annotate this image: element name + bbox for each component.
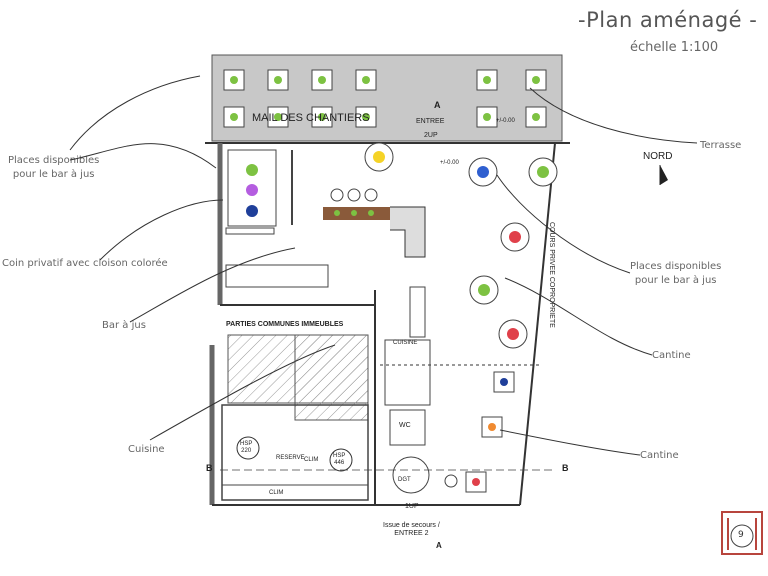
terrace-table	[525, 69, 547, 91]
hsp-220-marker	[236, 436, 260, 460]
hsp-line: HSP	[333, 453, 346, 459]
annotation-line: pour le bar à jus	[634, 275, 717, 286]
seat-purple	[246, 184, 258, 196]
up1-label: 1UP	[405, 503, 419, 510]
hsp-line: 220	[241, 448, 252, 454]
bench	[225, 264, 329, 288]
bar-l-shape	[390, 206, 426, 258]
annotation-leaders	[69, 75, 698, 456]
annotation-bar-a-jus: Bar à jus	[102, 320, 146, 331]
annotation-line: Places disponibles	[8, 155, 100, 166]
entree-marker: A	[434, 100, 441, 110]
dining-table	[481, 416, 503, 438]
kitchen-reserve	[221, 404, 369, 501]
issue-line: Issue de secours /	[383, 522, 440, 529]
dining-table	[465, 471, 487, 493]
annotation-cantine-2: Cantine	[640, 450, 679, 461]
scale-subtitle: échelle 1:100	[630, 40, 719, 55]
plan-title: -Plan aménagé -	[578, 8, 758, 32]
bottom-marker: A	[436, 541, 442, 550]
nord-label: NORD	[643, 151, 673, 162]
annotation-bar-jus-places-left: Places disponibles pour le bar à jus	[8, 154, 99, 182]
dining-table	[468, 157, 498, 187]
annotation-terrasse: Terrasse	[700, 140, 742, 151]
terrace-table	[223, 69, 245, 91]
terrace-area	[211, 54, 563, 142]
terrace-table	[267, 106, 289, 128]
terrace-table	[476, 106, 498, 128]
hsp-line: HSP	[240, 441, 253, 447]
section-b-left: B	[206, 463, 213, 473]
clim-label-1: CLIM	[304, 457, 319, 463]
annotation-line: Places disponibles	[630, 261, 722, 272]
level-label: +/-0.00	[440, 160, 459, 166]
page-badge	[730, 524, 754, 548]
hsp-446-marker	[329, 448, 353, 472]
seat-green	[246, 164, 258, 176]
dining-table	[528, 157, 558, 187]
logo-frame	[721, 511, 763, 555]
level-terrace-label: +/-0.00	[496, 118, 515, 124]
up2-label: 2UP	[424, 132, 438, 139]
issue-secours-label: Issue de secours / ENTREE 2	[383, 522, 440, 538]
entree-label: ENTREE	[416, 118, 445, 125]
terrace-table	[311, 69, 333, 91]
dgt-label: DGT	[398, 477, 411, 483]
section-b-right: B	[562, 463, 569, 473]
terrace-table	[311, 106, 333, 128]
hsp-220-label: HSP 220	[240, 441, 252, 455]
parties-communes-label: PARTIES COMMUNES IMMEUBLES	[226, 321, 344, 328]
annotation-line: pour le bar à jus	[12, 169, 95, 180]
private-corner	[227, 149, 277, 227]
cutlery-icon	[727, 518, 757, 550]
hsp-line: 446	[334, 460, 345, 466]
shelf	[225, 227, 275, 235]
clim-label-2: CLIM	[269, 490, 284, 496]
terrace-table	[355, 106, 377, 128]
terrace-table	[355, 69, 377, 91]
page-number: 9	[738, 530, 744, 540]
cours-privee-label: COURS PRIVEE COPROPRIETE	[548, 222, 555, 328]
seat-navy	[246, 205, 258, 217]
dining-table	[498, 319, 528, 349]
dining-table	[493, 371, 515, 393]
annotation-cantine-1: Cantine	[652, 350, 691, 361]
reserve-label: RESERVE	[276, 455, 305, 461]
wc-label: WC	[399, 422, 411, 429]
annotation-bar-jus-places-right: Places disponibles pour le bar à jus	[630, 260, 721, 288]
terrace-table	[525, 106, 547, 128]
terrace-table	[476, 69, 498, 91]
issue-line: ENTREE 2	[394, 530, 429, 537]
dining-table	[469, 275, 499, 305]
internal-walls	[384, 286, 458, 494]
annotation-cuisine: Cuisine	[128, 444, 165, 455]
building-walls	[205, 142, 570, 506]
cuisine-plan-label: CUISINE	[393, 340, 418, 346]
north-arrow-icon	[660, 165, 668, 185]
hsp-446-label: HSP 446	[333, 453, 345, 467]
mail-des-chantiers-label: MAIL DES CHANTIERS	[252, 112, 370, 124]
terrace-table	[267, 69, 289, 91]
terrace-table	[223, 106, 245, 128]
terrace-tables	[223, 69, 547, 128]
dining-table	[500, 222, 530, 252]
common-parts-area	[294, 334, 369, 421]
bar-stools	[330, 188, 378, 202]
dining-table	[364, 142, 394, 172]
dining-tables	[364, 142, 558, 493]
annotation-coin-privatif: Coin privatif avec cloison colorée	[2, 258, 168, 269]
